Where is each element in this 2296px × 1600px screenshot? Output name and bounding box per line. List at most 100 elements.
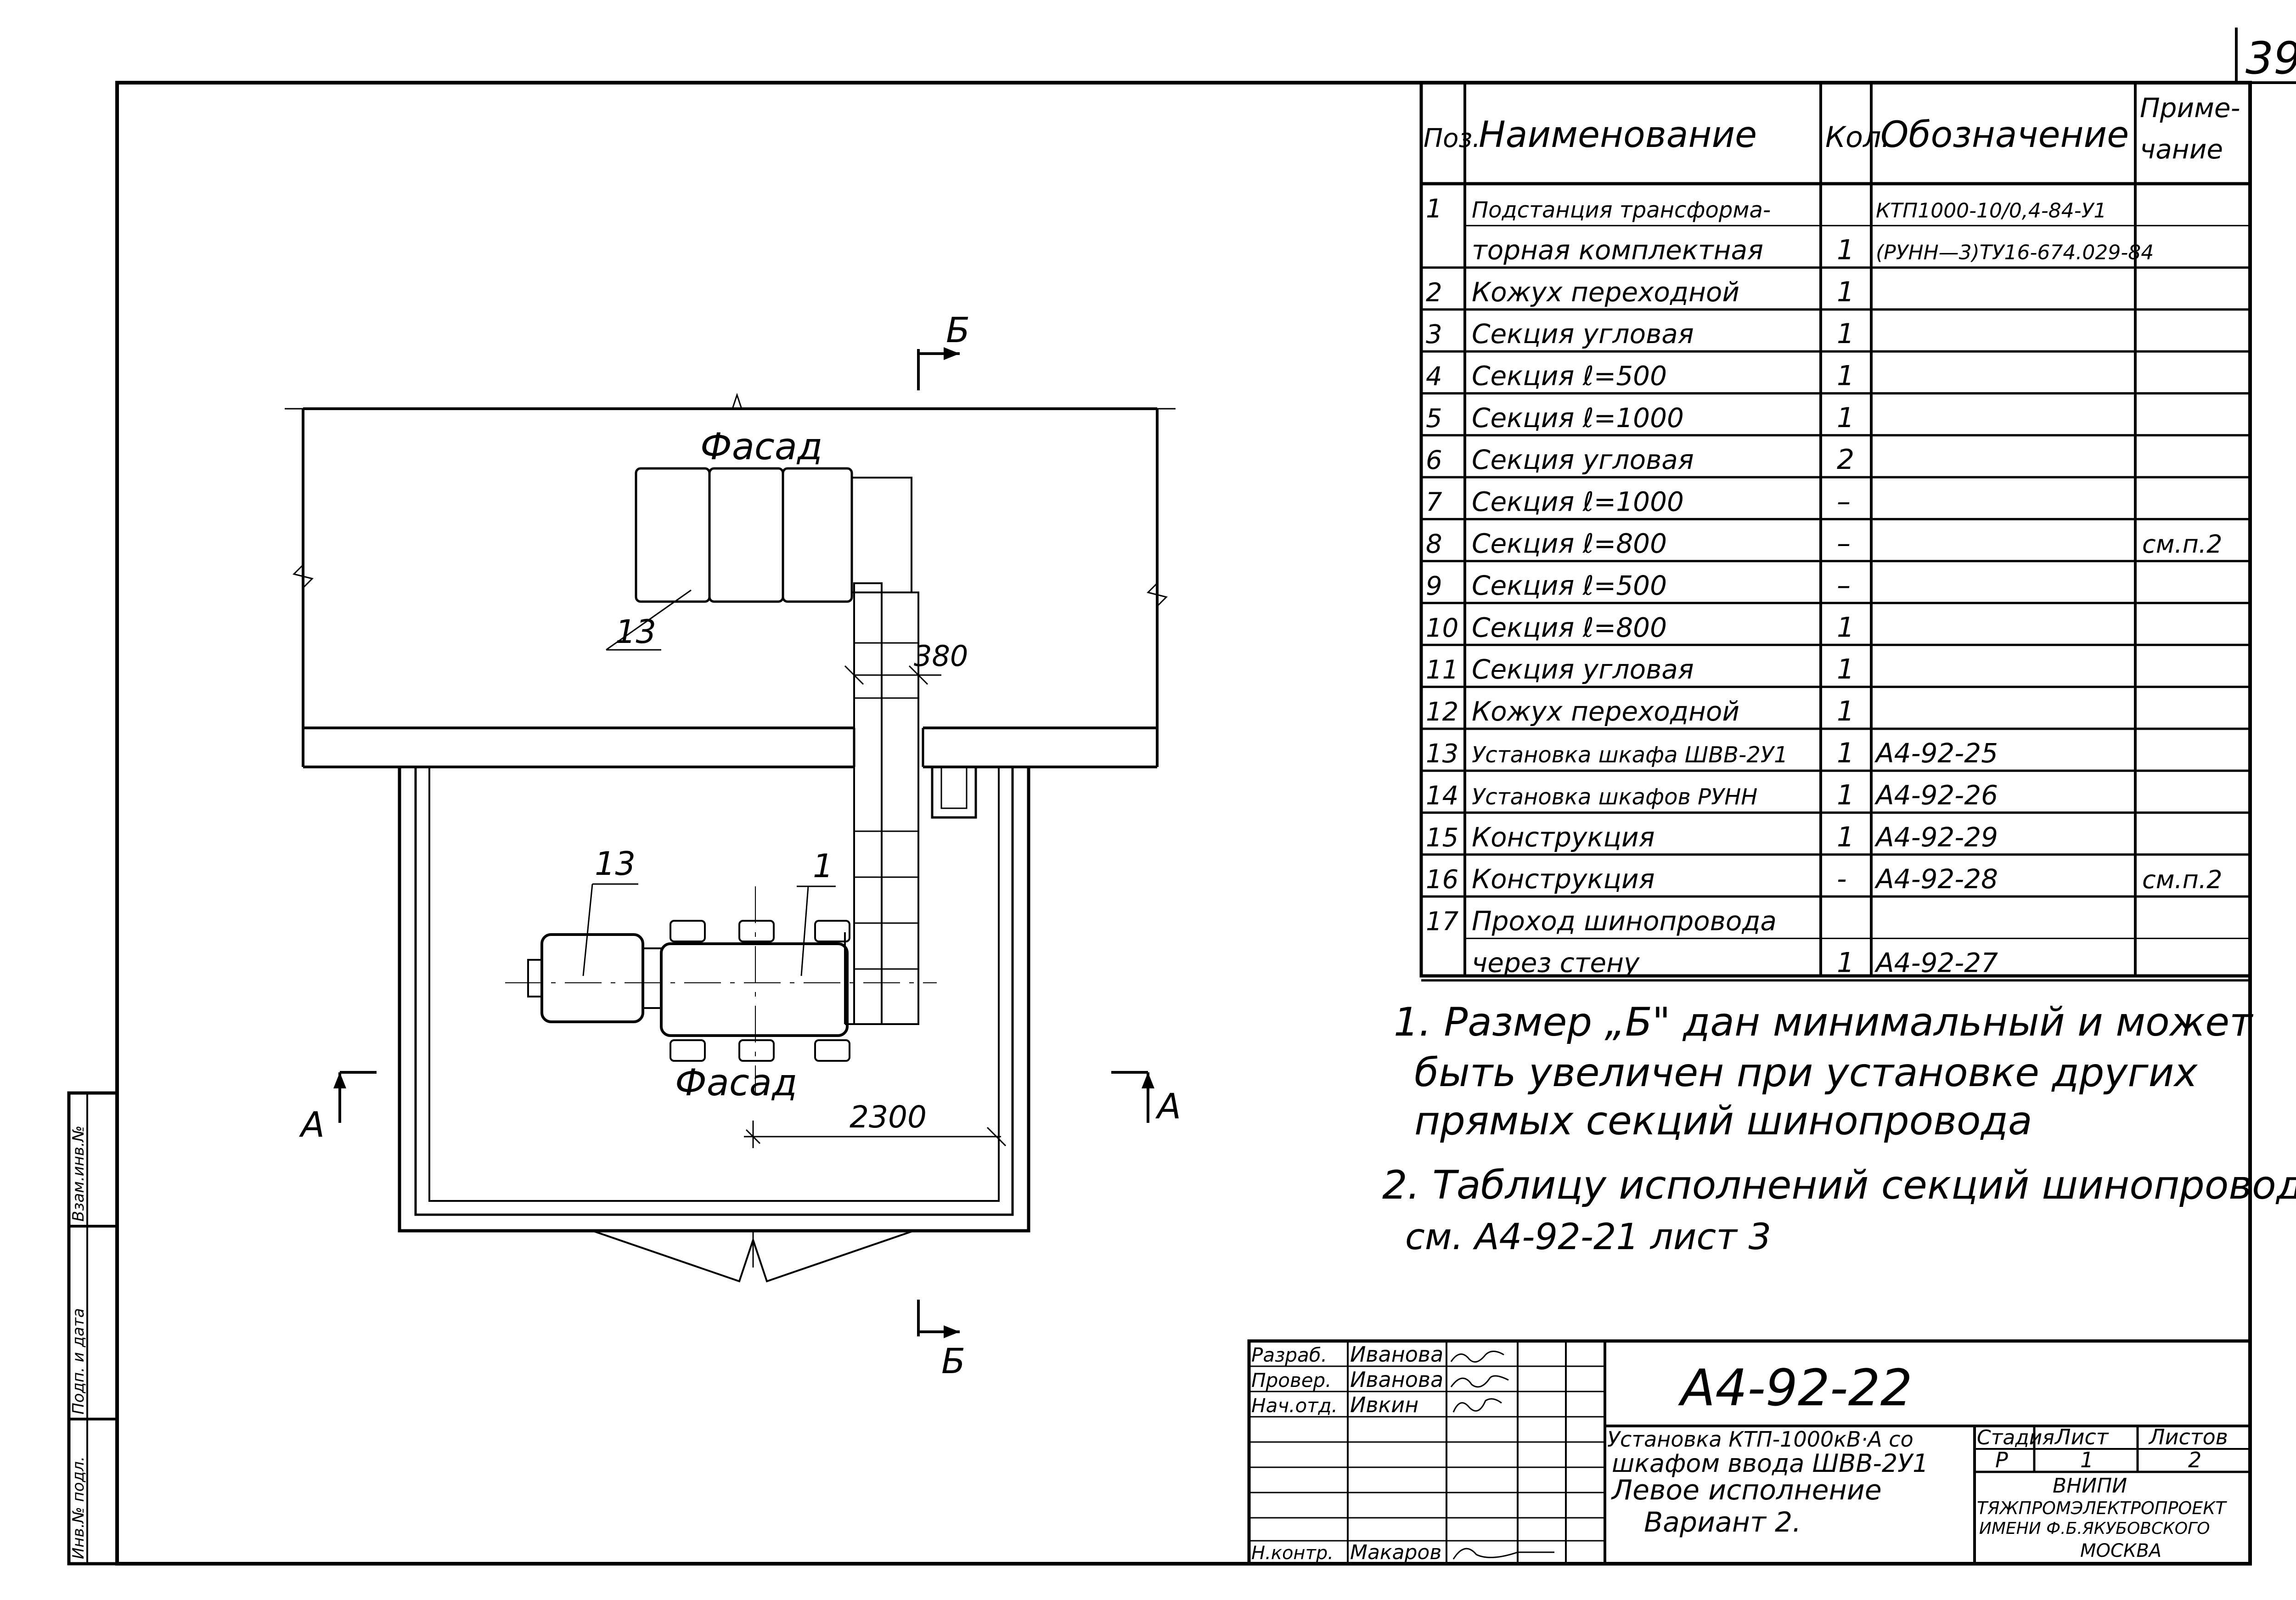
row-name: Секция ℓ=800 <box>1472 612 1667 643</box>
page-number: 39 <box>2245 33 2296 84</box>
row-pos: 15 <box>1426 823 1458 853</box>
side-stamp: Инв.№ подл. Подп. и дата Взам.инв.№ <box>67 1091 119 1566</box>
sheet-label: Лист <box>2054 1425 2109 1449</box>
note-line-2: быть увеличен при установке других <box>1414 1050 2198 1096</box>
sheets-value: 2 <box>2188 1448 2201 1472</box>
row-qty: 1 <box>1837 402 1854 434</box>
row-name: Секция ℓ=1000 <box>1472 402 1684 434</box>
title-line-2: шкафом ввода ШВВ-2У1 <box>1612 1449 1928 1478</box>
table-row: 15 Конструкция 1 А4-92-29 <box>1426 821 1998 853</box>
title-line-3: Левое исполнение <box>1611 1474 1882 1506</box>
header-pos: Поз. <box>1424 124 1480 153</box>
row-qty: 1 <box>1837 276 1854 308</box>
name-developer: Иванова <box>1350 1342 1443 1367</box>
dim-380: 380 <box>914 639 968 673</box>
header-note-2: чание <box>2140 134 2223 165</box>
row-pos: 3 <box>1426 320 1442 349</box>
row-designation: (РУНН—3)ТУ16-674.029-84 <box>1876 241 2154 265</box>
row-name: Установка шкафа ШВВ-2У1 <box>1472 742 1788 768</box>
title-line-1: Установка КТП-1000кВ·А со <box>1607 1427 1913 1452</box>
row-qty: 1 <box>1837 360 1854 392</box>
row-qty: 1 <box>1837 947 1854 979</box>
row-pos: 13 <box>1426 739 1458 769</box>
signature-1 <box>1450 1351 1504 1363</box>
role-developer: Разраб. <box>1251 1344 1327 1366</box>
table-row: 2 Кожух переходной 1 <box>1426 276 1854 308</box>
section-a-left-label: А <box>298 1104 325 1145</box>
name-head: Ивкин <box>1350 1392 1418 1417</box>
section-b-top-label: Б <box>946 310 970 350</box>
page-number-block: 39 <box>2235 28 2296 84</box>
signature-4 <box>1452 1548 1554 1560</box>
notes: 1. Размер „Б" дан минимальный и может бы… <box>1382 999 2296 1258</box>
note-line-1: 1. Размер „Б" дан минимальный и может <box>1394 999 2254 1045</box>
stage-value: Р <box>1995 1448 2008 1472</box>
row-pos: 10 <box>1426 613 1458 643</box>
row-name: торная комплектная <box>1472 235 1763 266</box>
sheets-label: Листов <box>2148 1425 2228 1449</box>
row-pos: 17 <box>1426 907 1459 936</box>
note-line-4: 2. Таблицу исполнений секций шинопровода <box>1382 1162 2296 1208</box>
row-designation: А4-92-25 <box>1874 738 1998 769</box>
role-norm-control: Н.контр. <box>1251 1543 1334 1564</box>
plan-drawing: 380 Фасад 13 13 1 Фасад <box>285 310 1181 1381</box>
header-note-1: Приме- <box>2140 92 2240 124</box>
row-pos: 5 <box>1426 404 1442 434</box>
header-qty: Кол. <box>1825 120 1890 154</box>
role-checker: Провер. <box>1251 1369 1332 1392</box>
sheet-value: 1 <box>2080 1448 2093 1472</box>
spec-table: Поз. Наименование Кол. Обозначение Приме… <box>1419 81 2252 982</box>
section-b-bottom-label: Б <box>941 1341 965 1381</box>
row-name: Секция угловая <box>1472 444 1694 475</box>
side-stamp-replace: Взам.инв.№ <box>69 1126 88 1222</box>
row-name: Секция угловая <box>1472 318 1694 349</box>
row-pos: 12 <box>1426 697 1458 727</box>
org-line-4: МОСКВА <box>2080 1540 2161 1561</box>
note-line-5: см. А4-92-21 лист 3 <box>1405 1217 1771 1258</box>
table-row: торная комплектная 1 (РУНН—3)ТУ16-674.029-… <box>1472 234 2154 266</box>
row-name: Конструкция <box>1472 822 1655 853</box>
row-name: Проход шинопровода <box>1472 905 1777 936</box>
stage-label: Стадия <box>1977 1426 2054 1449</box>
section-mark-b-bottom: Б <box>917 1300 965 1381</box>
side-stamp-inv: Инв.№ подл. <box>69 1456 88 1559</box>
row-qty: – <box>1837 528 1851 560</box>
table-row: 17 Проход шинопровода <box>1426 905 1777 936</box>
side-stamp-sign: Подп. и дата <box>69 1308 88 1414</box>
name-checker: Иванова <box>1350 1367 1443 1392</box>
header-name: Наименование <box>1479 114 1757 156</box>
org-line-1: ВНИПИ <box>2053 1474 2127 1498</box>
row-designation: А4-92-29 <box>1874 822 1998 853</box>
row-name: Секция ℓ=500 <box>1472 361 1667 392</box>
row-qty: 1 <box>1837 654 1854 686</box>
signature-2 <box>1450 1375 1509 1388</box>
row-name: Кожух переходной <box>1472 276 1739 308</box>
title-line-4: Вариант 2. <box>1644 1506 1801 1538</box>
row-qty: 1 <box>1837 779 1854 811</box>
row-name: Секция угловая <box>1472 654 1694 685</box>
row-designation: А4-92-26 <box>1874 780 1998 811</box>
row-qty: 1 <box>1837 234 1854 266</box>
row-pos: 2 <box>1426 278 1442 308</box>
title-block: Разраб. Провер. Нач.отд. Н.контр. Иванов… <box>1247 1339 2252 1566</box>
callout-1: 1 <box>813 847 833 885</box>
row-pos: 7 <box>1426 487 1442 517</box>
row-qty: 1 <box>1837 821 1854 853</box>
row-pos: 9 <box>1426 571 1442 601</box>
callout-13-bottom: 13 <box>595 845 636 883</box>
row-designation: КТП1000-10/0,4-84-У1 <box>1876 199 2106 222</box>
row-name: через стену <box>1472 947 1640 979</box>
signature-3 <box>1452 1398 1502 1413</box>
row-pos: 8 <box>1426 530 1442 559</box>
section-mark-b-top: Б <box>917 310 970 390</box>
row-pos: 16 <box>1426 865 1458 895</box>
